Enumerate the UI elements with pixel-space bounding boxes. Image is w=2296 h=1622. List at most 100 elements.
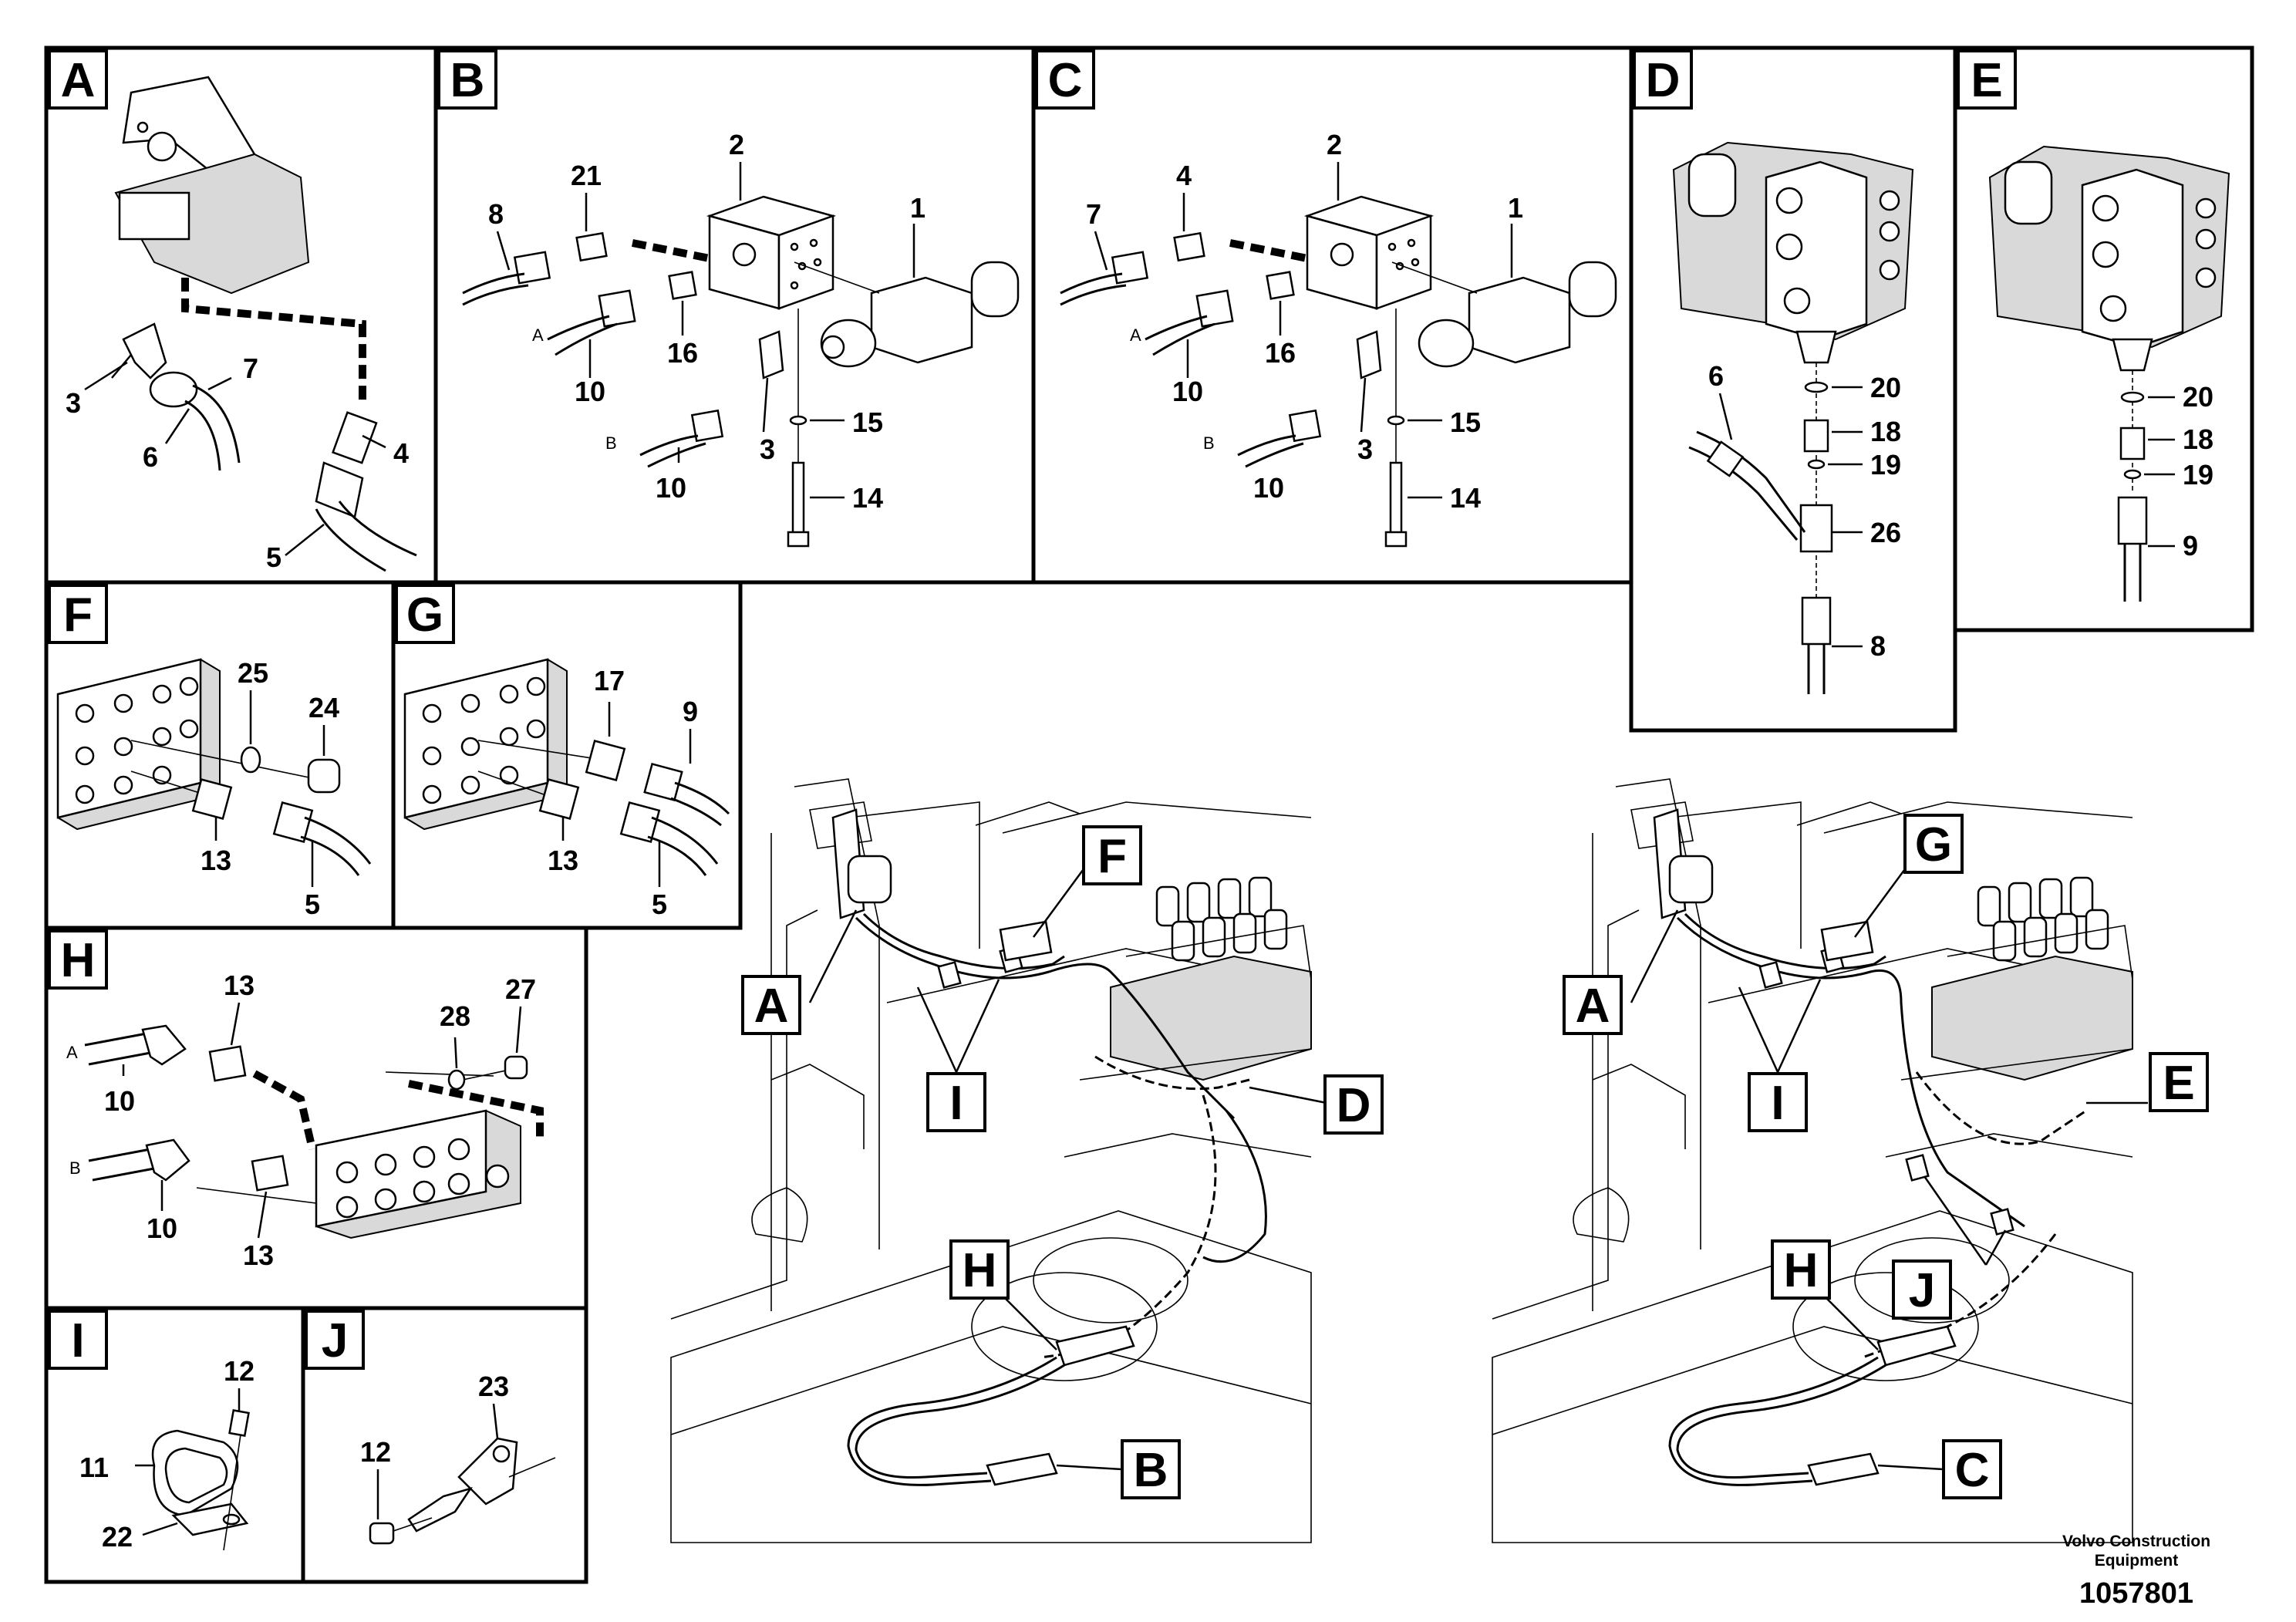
callout-7: 7 bbox=[1086, 198, 1101, 230]
overview-callout-c: C bbox=[1955, 1444, 1990, 1497]
callout-8: 8 bbox=[488, 198, 504, 230]
overview-callout-g: G bbox=[1915, 818, 1952, 872]
callout-4: 4 bbox=[1176, 160, 1192, 191]
overview-callout-box bbox=[1121, 1439, 1181, 1499]
overview-right: G A I E H J C bbox=[1492, 778, 2209, 1543]
panel-a-letter-box bbox=[48, 49, 108, 110]
callout-20: 20 bbox=[1870, 372, 1901, 403]
callout-17: 17 bbox=[594, 665, 625, 696]
callout-10-b: 10 bbox=[147, 1212, 177, 1244]
panel-j: J 23 12 bbox=[301, 1306, 588, 1584]
panel-f-letter: F bbox=[63, 588, 93, 642]
overview-callout-i: I bbox=[949, 1077, 963, 1130]
motor-illustration bbox=[114, 76, 310, 295]
callout-1: 1 bbox=[1508, 192, 1523, 224]
callout-10-b: 10 bbox=[1253, 472, 1284, 504]
panel-i-letter: I bbox=[71, 1314, 84, 1367]
fittings bbox=[462, 231, 784, 468]
overview-callout-box bbox=[1903, 814, 1964, 874]
overview-callout-e: E bbox=[2163, 1057, 2194, 1110]
panel-c-letter-box bbox=[1035, 49, 1095, 110]
valve-block bbox=[706, 195, 837, 310]
overview-callout-box bbox=[1892, 1259, 1952, 1320]
overview-callout-d: D bbox=[1337, 1079, 1371, 1132]
panel-e-letter: E bbox=[1971, 54, 2002, 107]
callout-19: 19 bbox=[1870, 449, 1901, 481]
panel-g-letter-box bbox=[395, 584, 455, 644]
callout-28: 28 bbox=[440, 1000, 470, 1032]
panel-i: I 12 11 22 bbox=[44, 1306, 305, 1584]
callout-5: 5 bbox=[652, 889, 667, 920]
overview-callout-b: B bbox=[1134, 1444, 1168, 1497]
overview-callout-box bbox=[741, 975, 801, 1035]
panel-d-letter-box bbox=[1633, 49, 1693, 110]
panel-i-letter-box bbox=[48, 1310, 108, 1370]
distribution-block bbox=[315, 1109, 521, 1239]
overview-callout-j: J bbox=[1909, 1264, 1935, 1317]
callout-3: 3 bbox=[1357, 433, 1373, 465]
company-name-line2: Equipment bbox=[2095, 1552, 2179, 1570]
panel-c-letter: C bbox=[1048, 54, 1083, 107]
panel-h-letter: H bbox=[61, 934, 96, 987]
overview-callout-h: H bbox=[1784, 1244, 1819, 1297]
callout-19: 19 bbox=[2183, 459, 2213, 491]
machine-frame-drawing bbox=[670, 778, 1312, 1543]
overview-callout-box bbox=[2149, 1052, 2209, 1112]
callout-1: 1 bbox=[910, 192, 925, 224]
panel-c: C bbox=[1031, 46, 1633, 585]
panel-a-letter: A bbox=[61, 54, 96, 107]
callout-10-a: 10 bbox=[104, 1085, 135, 1117]
overview-callout-box bbox=[1771, 1239, 1831, 1300]
callout-2: 2 bbox=[729, 129, 744, 160]
callout-6: 6 bbox=[143, 441, 158, 473]
overview-callout-box bbox=[949, 1239, 1010, 1300]
callout-15: 15 bbox=[852, 406, 883, 438]
overview-callout-box bbox=[1082, 825, 1142, 885]
port-a-label: A bbox=[532, 325, 544, 345]
callout-13: 13 bbox=[224, 969, 255, 1001]
callout-3: 3 bbox=[66, 387, 81, 419]
callout-8: 8 bbox=[1870, 630, 1886, 662]
callout-5: 5 bbox=[305, 889, 320, 920]
callout-25: 25 bbox=[238, 657, 268, 689]
callout-10-a: 10 bbox=[575, 376, 605, 407]
panel-j-letter-box bbox=[305, 1310, 365, 1370]
callout-9: 9 bbox=[683, 696, 698, 727]
company-name-line1: Volvo Construction bbox=[2062, 1533, 2210, 1550]
callout-13: 13 bbox=[243, 1239, 274, 1271]
port-b-label: B bbox=[69, 1158, 81, 1178]
hose-6 bbox=[149, 371, 241, 471]
panel-j-letter: J bbox=[322, 1314, 348, 1367]
port-a-label: A bbox=[66, 1043, 78, 1062]
overview-callout-box bbox=[1942, 1439, 2002, 1499]
panel-d-letter: D bbox=[1646, 54, 1681, 107]
panel-f-letter-box bbox=[48, 584, 108, 644]
callout-18: 18 bbox=[2183, 423, 2213, 455]
panel-c-drawing bbox=[1060, 162, 1617, 548]
solenoid-bracket bbox=[831, 808, 892, 919]
overview-callout-box bbox=[1563, 975, 1623, 1035]
panel-j-frame bbox=[301, 1306, 588, 1584]
cable-tie-clamp bbox=[369, 1437, 556, 1545]
hose-clamp bbox=[151, 1429, 249, 1536]
callout-2: 2 bbox=[1327, 129, 1342, 160]
panel-h-letter-box bbox=[48, 929, 108, 990]
callout-24: 24 bbox=[308, 692, 339, 723]
footer: Volvo Construction Equipment 1057801 bbox=[2062, 1533, 2210, 1610]
callout-14: 14 bbox=[1450, 482, 1481, 514]
callout-22: 22 bbox=[102, 1521, 133, 1553]
panel-g: G 17 9 13 5 bbox=[391, 580, 743, 930]
callout-10-a: 10 bbox=[1172, 376, 1203, 407]
panel-a: A 3 7 6 4 5 bbox=[44, 46, 438, 585]
panel-g-letter: G bbox=[406, 588, 443, 642]
valve-body bbox=[1672, 141, 1914, 364]
control-valve-assembly bbox=[1079, 876, 1312, 1081]
port-b-label: B bbox=[1203, 433, 1215, 453]
valve-body bbox=[1988, 145, 2230, 372]
solenoid-valve bbox=[820, 261, 1020, 368]
callout-11: 11 bbox=[79, 1452, 109, 1483]
callout-26: 26 bbox=[1870, 517, 1901, 548]
callout-27: 27 bbox=[505, 973, 536, 1005]
panel-e-letter-box bbox=[1957, 49, 2017, 110]
